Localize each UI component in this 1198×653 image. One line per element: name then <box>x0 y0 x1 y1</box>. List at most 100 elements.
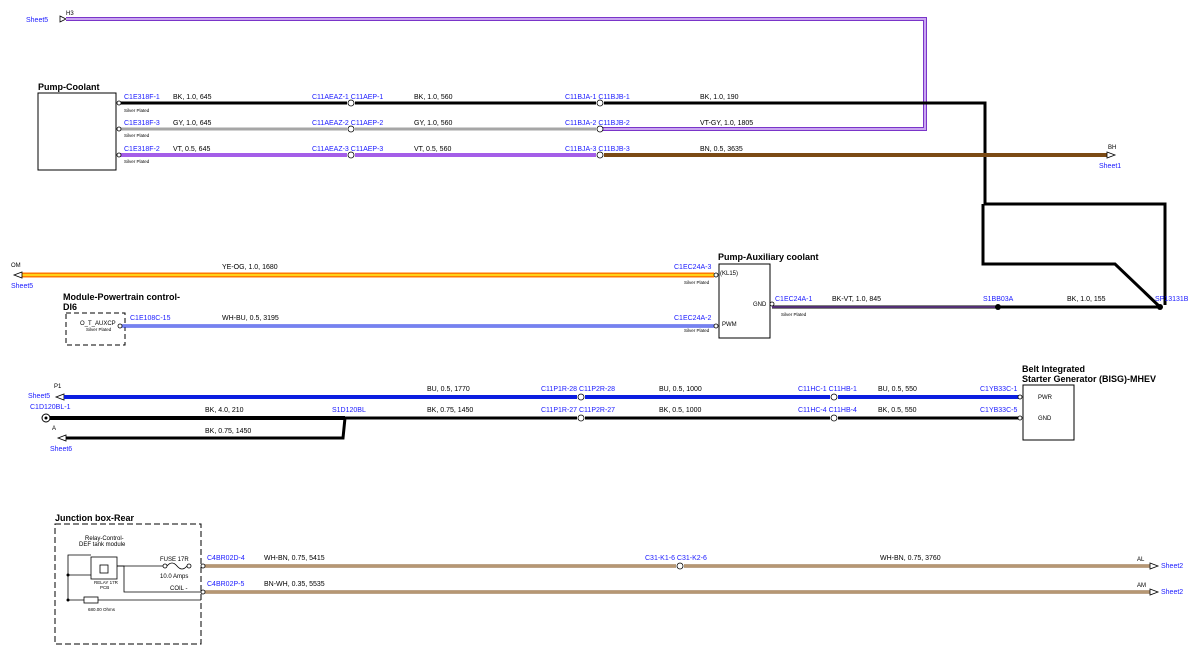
wire-label: WH-BN, 0.75, 5415 <box>264 555 325 562</box>
inline-connector-icon[interactable] <box>577 393 585 401</box>
wire-label: BK, 1.0, 645 <box>173 94 212 101</box>
fuse-icon[interactable] <box>166 562 188 570</box>
wire-label: BK, 1.0, 190 <box>700 94 739 101</box>
bisg-title-2: Starter Generator (BISG)-MHEV <box>1022 374 1156 384</box>
pump-aux-title: Pump-Auxiliary coolant <box>718 252 819 262</box>
ground-terminal-dot-icon <box>44 416 48 420</box>
pin-icon <box>116 100 122 106</box>
inline-connector-icon[interactable] <box>347 125 355 133</box>
wire-label: VT, 0.5, 560 <box>414 146 451 153</box>
wire-bk-8[interactable] <box>66 417 347 440</box>
connector-label: C11P1R-27 C11P2R-27 <box>541 407 615 414</box>
junction-box[interactable] <box>54 523 202 645</box>
connector-label: C1YB33C-1 <box>980 386 1017 393</box>
relay-title-2: DEF tank module <box>79 542 126 548</box>
pin-icon <box>713 323 719 329</box>
connector-label: C1E318F-2 <box>124 146 160 153</box>
pin-icon <box>713 272 719 278</box>
inline-connector-icon[interactable] <box>830 414 838 422</box>
connector-label: C1YB33C-5 <box>980 407 1017 414</box>
inline-connector-icon[interactable] <box>830 393 838 401</box>
arrow-am-icon <box>1149 588 1160 596</box>
wire-label: WH-BU, 0.5, 3195 <box>222 315 279 322</box>
sheet-ref-h3: H3 <box>66 11 74 17</box>
wire-label: BK, 0.75, 1450 <box>427 407 473 414</box>
inline-connector-icon[interactable] <box>347 151 355 159</box>
plating-label: Silver Plated <box>124 159 150 164</box>
plating-label: Silver Plated <box>684 328 710 333</box>
pin-icon <box>200 563 206 569</box>
sheet-link-sheet5-mid[interactable]: Sheet5 <box>11 283 33 290</box>
module-pcm-title-1: Module-Powertrain control- <box>63 292 180 302</box>
wire-vt-gy-loop-edge <box>66 17 927 131</box>
pump-aux-box[interactable] <box>718 263 771 339</box>
inline-connector-icon[interactable] <box>577 414 585 422</box>
connector-label: S1BB03A <box>983 296 1014 303</box>
pin-gnd-label: GND <box>753 302 767 308</box>
arrow-al-icon <box>1149 562 1160 570</box>
connector-label: C11HC-4 C11HB-4 <box>798 407 857 414</box>
sheet-ref-bh: BH <box>1108 145 1116 151</box>
connector-label: C1E318F-3 <box>124 120 160 127</box>
sheet-link-sheet5-low[interactable]: Sheet5 <box>28 393 50 400</box>
module-pcm-box[interactable] <box>65 312 126 346</box>
wire-label: BU, 0.5, 550 <box>878 386 917 393</box>
wire-label: BK, 0.5, 550 <box>878 407 917 414</box>
module-pcm-pin-label: O_T_AUXCP <box>80 321 116 327</box>
sheet-link-sheet1[interactable]: Sheet1 <box>1099 163 1121 170</box>
wire-vt-gy-loop[interactable] <box>66 18 926 130</box>
inline-connector-icon[interactable] <box>347 99 355 107</box>
wire-label: BK, 0.75, 1450 <box>205 428 251 435</box>
relay-coil-icon <box>99 564 109 574</box>
relay-label: RELAY 17R <box>94 580 119 585</box>
sheet-ref-am: AM <box>1137 583 1146 589</box>
fuse-rating-label: 10.0 Amps <box>160 574 188 580</box>
pump-coolant-box[interactable] <box>37 92 117 171</box>
resistor-icon <box>83 596 99 604</box>
bisg-pin-pwr-label: PWR <box>1038 395 1053 401</box>
fuse-label: FUSE 17R <box>160 557 189 563</box>
wire-label: BU, 0.5, 1770 <box>427 386 470 393</box>
fuse-terminal-icon <box>186 563 192 569</box>
junction-box-title: Junction box-Rear <box>55 513 135 523</box>
inline-connector-icon[interactable] <box>596 99 604 107</box>
arrow-om-icon <box>12 271 23 279</box>
sheet-link-sheet2-b[interactable]: Sheet2 <box>1161 589 1183 596</box>
wire-bk-3[interactable] <box>604 101 1167 305</box>
relay-title-1: Relay-Control- <box>85 536 124 542</box>
pin-icon <box>116 126 122 132</box>
junction-dot-icon <box>66 573 70 577</box>
inline-connector-icon[interactable] <box>596 125 604 133</box>
connector-label: C11AEAZ-2 C11AEP-2 <box>312 120 383 127</box>
inline-connector-icon[interactable] <box>596 151 604 159</box>
connector-label: C11AEAZ-3 C11AEP-3 <box>312 146 383 153</box>
splice-dot-icon[interactable] <box>995 304 1001 310</box>
sheet-ref-a: A <box>52 426 56 432</box>
inline-connector-icon[interactable] <box>676 562 684 570</box>
relay-sub-label: PCB <box>100 585 109 590</box>
sheet-link-sheet5-top[interactable]: Sheet5 <box>26 17 48 24</box>
connector-label: C11HC-1 C11HB-1 <box>798 386 857 393</box>
wire-label: BK, 4.0, 210 <box>205 407 244 414</box>
sheet-link-sheet2-a[interactable]: Sheet2 <box>1161 563 1183 570</box>
connector-label: C11BJA-1 C11BJB-1 <box>565 94 630 101</box>
plating-label: Silver Plated <box>124 133 150 138</box>
bisg-box[interactable] <box>1022 384 1075 441</box>
splice-dot-icon[interactable] <box>1157 304 1163 310</box>
wire-label: GY, 1.0, 645 <box>173 120 212 127</box>
wire-label: WH-BN, 0.75, 3760 <box>880 555 941 562</box>
arrow-p1-icon <box>54 393 65 401</box>
bisg-pin-gnd-label: GND <box>1038 416 1052 422</box>
wire-label: GY, 1.0, 560 <box>414 120 453 127</box>
sheet-link-sheet6[interactable]: Sheet6 <box>50 446 72 453</box>
pin-icon <box>200 589 206 595</box>
connector-label: C1EC24A-1 <box>775 296 812 303</box>
wire-label: BK, 1.0, 560 <box>414 94 453 101</box>
wire-label: BN-WH, 0.35, 5535 <box>264 581 325 588</box>
pump-coolant-title: Pump-Coolant <box>38 82 100 92</box>
pin-icon <box>769 301 775 307</box>
pin-pwm-label: PWM <box>722 322 737 328</box>
pin-icon <box>1017 415 1023 421</box>
plating-label: Silver Plated <box>86 327 112 332</box>
